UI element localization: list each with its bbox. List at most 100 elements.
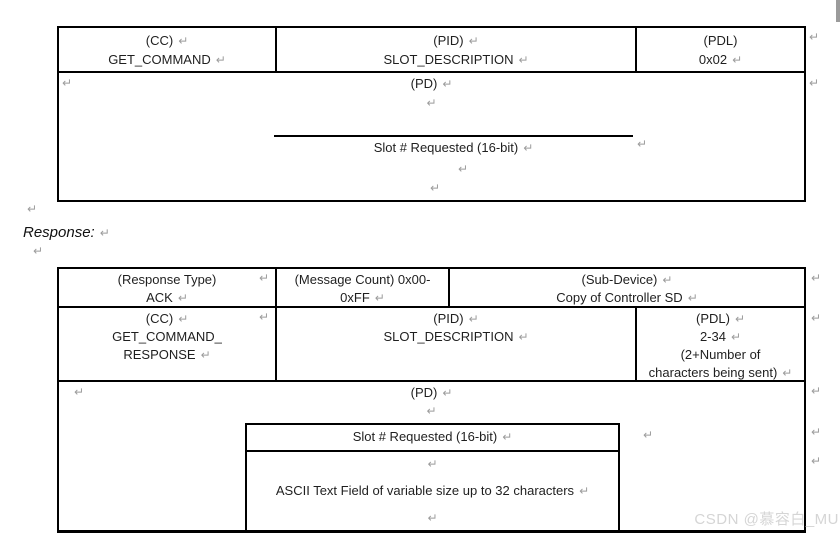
response-pdl-note-line-1: (2+Number of: [637, 346, 804, 364]
line-break-icon: ↵: [62, 76, 73, 90]
line-break-icon: ↵: [33, 244, 44, 258]
response-heading: Response:↵: [23, 224, 110, 241]
ascii-field-line: ASCII Text Field of variable size up to …: [247, 483, 618, 498]
line-break-icon: ↵: [430, 181, 441, 195]
response-type-label: (Response Type): [117, 272, 217, 287]
line-break-icon: ↵: [809, 30, 820, 44]
message-count-text-1: (Message Count) 0x00-: [294, 272, 431, 287]
pd-label-line: (PD)↵: [59, 76, 804, 91]
cc-value: GET_COMMAND: [108, 52, 211, 67]
response-pdl-value-line: 2-34 ↵: [637, 328, 804, 346]
sub-device-cell: (Sub-Device)↵ Copy of Controller SD ↵: [450, 269, 804, 306]
line-break-icon: ↵: [442, 386, 453, 400]
response-type-cell: (Response Type) ↵ ACK↵: [59, 269, 277, 306]
request-pdl-cell: (PDL) 0x02 ↵: [637, 28, 804, 71]
line-break-icon: ↵: [258, 271, 269, 285]
message-count-line-1: (Message Count) 0x00-: [277, 271, 448, 289]
message-count-line-2: 0xFF ↵: [277, 289, 448, 307]
response-cc-label-line: (CC) ↵ ↵: [59, 310, 275, 328]
pid-value: SLOT_DESCRIPTION: [383, 52, 514, 67]
pdl-value: 0x02: [698, 52, 728, 67]
line-break-icon: ↵: [809, 76, 820, 90]
sub-device-label: (Sub-Device): [581, 272, 658, 287]
request-packet-table: (CC)↵ GET_COMMAND↵ (PID)↵ SLOT_DESCRIPTI…: [57, 26, 806, 202]
slot-requested-field: Slot # Requested (16-bit) ↵: [274, 135, 633, 155]
line-break-icon: ↵: [200, 348, 211, 362]
response-header-row-1: (Response Type)↵ ACK↵ (Message Count) 0x…: [59, 269, 804, 308]
pdl-label: (PDL): [703, 33, 738, 48]
response-pdl-note-1: (2+Number of: [680, 347, 761, 362]
response-pid-value: SLOT_DESCRIPTION: [383, 329, 514, 344]
response-pid-value-line: SLOT_DESCRIPTION ↵: [277, 328, 635, 346]
line-break-icon: ↵: [374, 291, 385, 305]
line-break-icon: ↵: [579, 484, 590, 498]
response-pdl-cell: (PDL)↵ 2-34 ↵ (2+Number of characters bei…: [637, 308, 804, 380]
line-break-icon: ↵: [811, 425, 822, 439]
request-pid-cell: (PID) ↵ SLOT_DESCRIPTION ↵: [277, 28, 637, 71]
response-pd-cell: ↵ (PD) ↵ ↵ Slot # Requested (16-bit) ↵ ↵ A…: [59, 382, 804, 530]
line-break-icon: ↵: [99, 226, 110, 240]
sub-device-label-line: (Sub-Device)↵: [450, 271, 804, 289]
line-break-icon: ↵: [502, 430, 513, 444]
pdl-value-line: 0x02 ↵: [637, 50, 804, 69]
request-pd-cell: ↵ (PD)↵ ↵ Slot # Requested (16-bit) ↵ ↵ ↵…: [59, 73, 804, 200]
request-header-row: (CC)↵ GET_COMMAND↵ (PID)↵ SLOT_DESCRIPTI…: [59, 28, 804, 73]
line-break-icon: ↵: [643, 428, 654, 442]
csdn-watermark: CSDN @慕容白_MU: [694, 511, 839, 528]
sub-device-value-line: Copy of Controller SD ↵: [450, 289, 804, 307]
line-break-icon: ↵: [178, 312, 189, 326]
nested-ascii-row: ↵ ASCII Text Field of variable size up t…: [247, 452, 618, 530]
pid-label: (PID): [433, 33, 464, 48]
sub-device-value: Copy of Controller SD: [556, 290, 683, 305]
response-pdl-label-line: (PDL)↵: [637, 310, 804, 328]
response-pid-label-line: (PID)↵: [277, 310, 635, 328]
line-break-icon: ↵: [468, 34, 479, 48]
line-break-icon: ↵: [518, 330, 529, 344]
response-pid-label: (PID): [433, 311, 464, 326]
line-break-icon: ↵: [730, 330, 742, 344]
line-break-icon: ↵: [426, 404, 437, 418]
nested-slot-requested-label: Slot # Requested (16-bit): [352, 429, 498, 444]
response-pdl-value: 2-34: [699, 329, 726, 344]
response-type-value-line: ACK↵: [59, 289, 275, 307]
line-break-icon: ↵: [458, 162, 469, 176]
line-break-icon: ↵: [637, 137, 648, 151]
message-count-text-2: 0xFF: [340, 290, 370, 305]
response-pid-cell: (PID)↵ SLOT_DESCRIPTION ↵: [277, 308, 637, 380]
line-break-icon: ↵: [687, 291, 698, 305]
line-break-icon: ↵: [178, 34, 189, 48]
line-break-icon: ↵: [811, 311, 822, 325]
line-break-icon: ↵: [258, 310, 269, 324]
response-pdl-note-2: characters being sent): [648, 365, 778, 380]
line-break-icon: ↵: [811, 271, 822, 285]
cc-value-line: GET_COMMAND↵: [59, 50, 275, 69]
request-cc-cell: (CC) ↵ GET_COMMAND↵: [59, 28, 277, 71]
line-break-icon: ↵: [732, 53, 743, 67]
response-header-row-2: (CC)↵↵ GET_COMMAND_ RESPONSE↵ (PID)↵ SLO…: [59, 308, 804, 382]
response-pd-label: (PD): [410, 385, 438, 400]
response-cc-cell: (CC) ↵ ↵ GET_COMMAND_ RESPONSE↵: [59, 308, 277, 380]
response-cc-value-line-1: GET_COMMAND_: [59, 328, 275, 346]
pid-label-line: (PID) ↵: [277, 31, 635, 50]
response-cc-value-line-2: RESPONSE↵: [59, 346, 275, 364]
pdl-label-line: (PDL): [637, 31, 804, 50]
cc-label-line: (CC) ↵: [59, 31, 275, 50]
scrollbar-fragment[interactable]: [836, 0, 840, 22]
response-cc-value-1: GET_COMMAND_: [112, 329, 222, 344]
cc-label: (CC): [145, 33, 174, 48]
message-count-cell: (Message Count) 0x00- 0xFF ↵: [277, 269, 450, 306]
response-type-value: ACK: [146, 290, 173, 305]
line-break-icon: ↵: [523, 141, 534, 155]
response-cc-label: (CC): [145, 311, 174, 326]
line-break-icon: ↵: [74, 385, 85, 399]
line-break-icon: ↵: [426, 96, 437, 110]
slot-requested-label: Slot # Requested (16-bit): [373, 140, 519, 155]
line-break-icon: ↵: [27, 202, 38, 216]
line-break-icon: ↵: [442, 77, 453, 91]
line-break-icon: ↵: [811, 384, 822, 398]
ascii-field-label: ASCII Text Field of variable size up to …: [275, 483, 575, 498]
response-packet-table: (Response Type)↵ ACK↵ (Message Count) 0x…: [57, 267, 806, 533]
line-break-icon: ↵: [427, 511, 438, 525]
line-break-icon: ↵: [734, 312, 745, 326]
